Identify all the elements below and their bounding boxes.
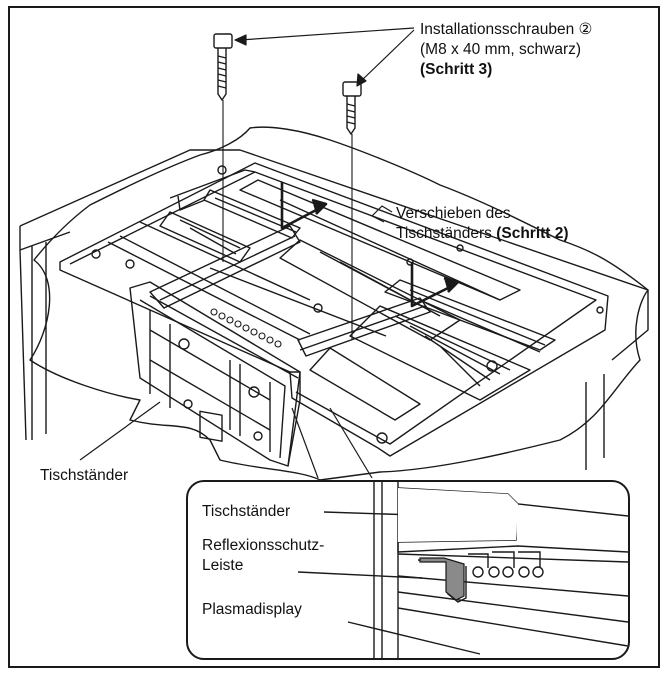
slide-step-label: (Schritt 2) xyxy=(496,225,569,242)
slide-label-line2: Tischständers (Schritt 2) xyxy=(396,224,569,243)
stand-bar xyxy=(149,225,431,357)
stand-detail-shade xyxy=(398,488,518,542)
inset-antiglare-label-line2: Leiste xyxy=(202,557,244,574)
detail-illustration xyxy=(297,482,628,658)
screws-step-label: (Schritt 3) xyxy=(420,61,493,78)
screws-label-line2: (M8 x 40 mm, schwarz) xyxy=(420,41,582,58)
inset-display-label: Plasmadisplay xyxy=(202,601,302,618)
diagram-frame xyxy=(8,6,660,668)
protective-cloth xyxy=(29,126,649,481)
screws-label-line1: Installationsschrauben ② xyxy=(420,21,593,38)
screw-left xyxy=(213,33,233,262)
inset-antiglare-label-line1: Reflexionsschutz- xyxy=(202,537,325,554)
connector-row xyxy=(210,308,282,348)
screw-right xyxy=(342,81,362,340)
stand-label: Tischständer xyxy=(40,467,129,484)
leader-lines xyxy=(79,27,415,479)
slide-label-line1: Verschieben des xyxy=(396,205,511,222)
mounting-holes xyxy=(91,165,604,444)
plasma-panel-back xyxy=(59,162,609,457)
slide-label-prefix: Tischständers xyxy=(396,225,497,242)
inset-stand-label: Tischständer xyxy=(202,503,291,520)
table xyxy=(19,149,649,470)
slide-arrow-left xyxy=(280,182,328,230)
antiglare-strip xyxy=(419,557,465,601)
stand-base xyxy=(129,281,301,467)
slide-arrow-right xyxy=(410,262,460,308)
detail-inset: Tischständer Reflexionsschutz- Leiste Pl… xyxy=(186,480,630,660)
